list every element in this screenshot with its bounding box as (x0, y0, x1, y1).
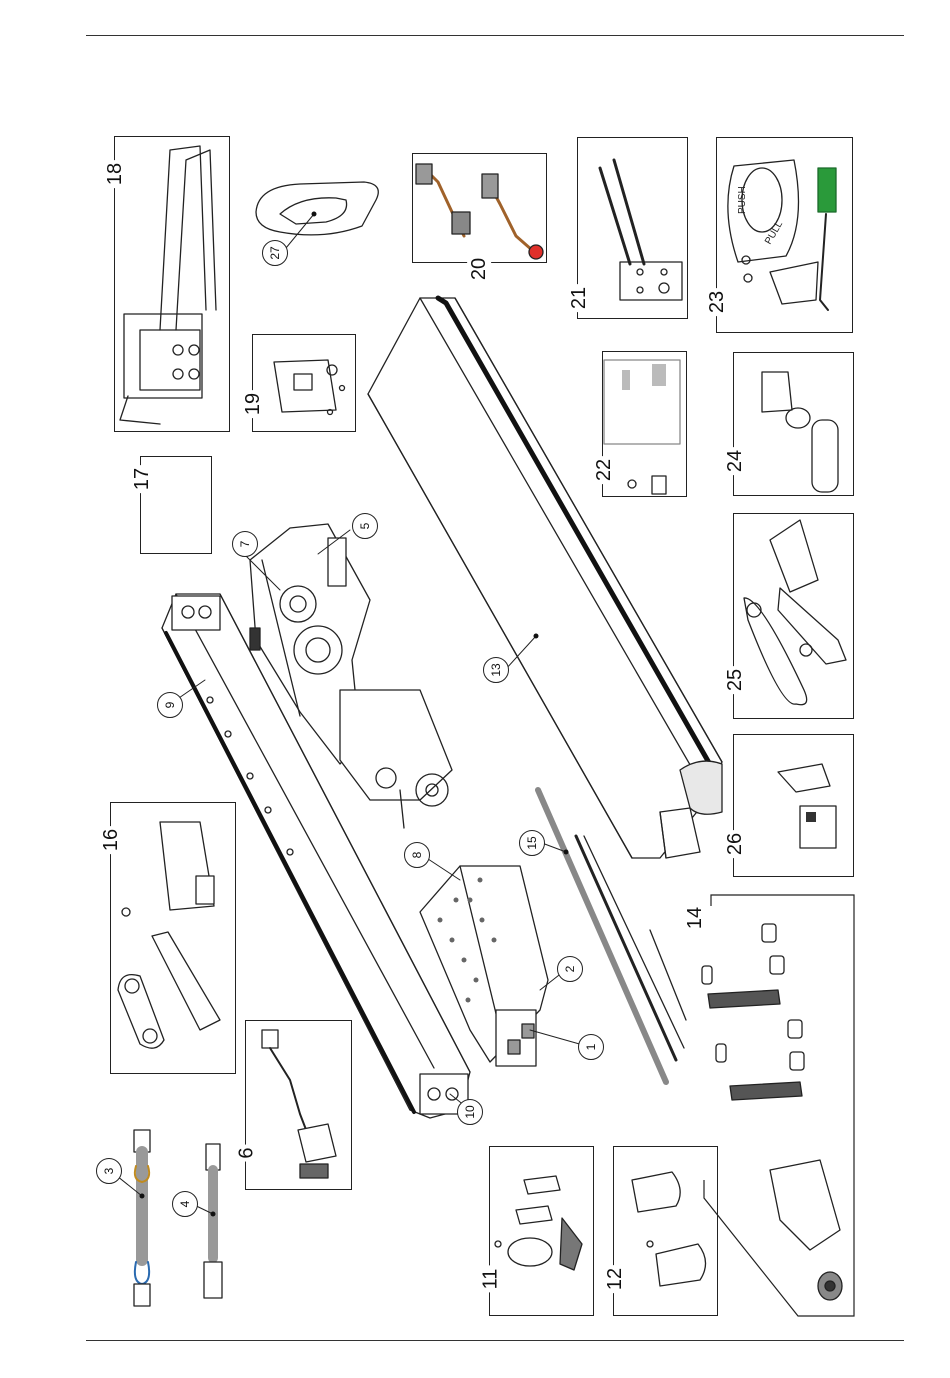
callout-3: 3 (96, 1158, 122, 1184)
part-11-label: 11 (478, 1266, 502, 1293)
part-18-label: 18 (103, 160, 127, 188)
part-25-box (733, 513, 854, 719)
part-20-label: 20 (467, 255, 491, 283)
handle-part-27 (256, 182, 378, 235)
callout-1-text: 1 (585, 1044, 597, 1051)
callout-27: 27 (262, 240, 288, 266)
callout-2: 2 (557, 956, 583, 982)
part-12-box (613, 1146, 718, 1316)
part-20-box (412, 153, 547, 263)
callout-13-text: 13 (490, 663, 502, 676)
part-21-box (577, 137, 688, 319)
part-16-box (110, 802, 236, 1074)
callout-7-text: 7 (239, 541, 251, 548)
callout-3-text: 3 (103, 1168, 115, 1175)
part-11-box (489, 1146, 594, 1316)
part-22-label: 22 (592, 456, 616, 484)
callout-9: 9 (157, 692, 183, 718)
callout-15-text: 15 (526, 836, 538, 849)
callout-27-text: 27 (269, 246, 281, 259)
cables-parts-3-4 (134, 1130, 222, 1306)
kit-contents-part-14 (702, 924, 842, 1300)
part-19-label: 19 (241, 390, 265, 418)
part-18-box (114, 136, 230, 432)
callout-2-text: 2 (564, 966, 576, 973)
callout-4-text: 4 (179, 1201, 191, 1208)
part-21-label: 21 (567, 284, 591, 312)
callout-13: 13 (483, 657, 509, 683)
part-16-label: 16 (99, 826, 123, 854)
part-12-label: 12 (603, 1265, 627, 1293)
part-23-box (716, 137, 853, 333)
part-6-label: 6 (235, 1144, 259, 1161)
callout-5: 5 (352, 513, 378, 539)
part-14-label: 14 (683, 904, 707, 932)
part-6-box (245, 1020, 352, 1190)
part-17-label: 17 (130, 465, 154, 493)
callout-1: 1 (578, 1034, 604, 1060)
part-25-label: 25 (723, 666, 747, 694)
callout-8-text: 8 (411, 852, 423, 859)
callout-7: 7 (232, 531, 258, 557)
callout-10: 10 (457, 1099, 483, 1125)
part-23-label: 23 (705, 288, 729, 316)
callout-15: 15 (519, 830, 545, 856)
callout-10-text: 10 (464, 1105, 476, 1118)
callout-4: 4 (172, 1191, 198, 1217)
callout-8: 8 (404, 842, 430, 868)
part-26-box (733, 734, 854, 877)
part-26-label: 26 (723, 830, 747, 858)
part-19-box (252, 334, 356, 432)
callout-5-text: 5 (359, 523, 371, 530)
callout-9-text: 9 (164, 702, 176, 709)
part-24-box (733, 352, 854, 496)
part-24-label: 24 (723, 447, 747, 475)
